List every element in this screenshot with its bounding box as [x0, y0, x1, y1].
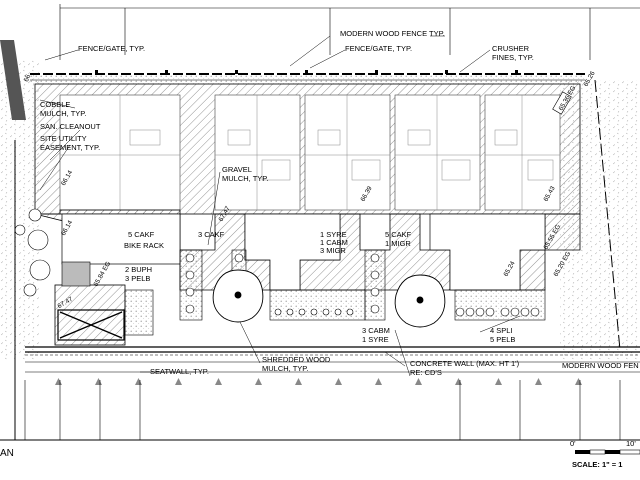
trees — [212, 269, 446, 328]
building-units — [59, 94, 561, 211]
label-shredded-wood: SHREDDED WOOD — [262, 355, 331, 364]
label-1-syre: 1 SYRE — [320, 230, 347, 239]
unit-interior-lines — [60, 95, 560, 210]
label-fence-gate-1: FENCE/GATE, TYP. — [78, 44, 145, 53]
label-1-migr: 1 MIGR — [385, 239, 411, 248]
left-dark-strip — [0, 40, 26, 120]
label-4-spli: 4 SPLI — [490, 326, 513, 335]
label-3-cabm: 3 CABM — [362, 326, 390, 335]
label-gravel-mulch: MULCH, TYP. — [222, 174, 268, 183]
fence-posts — [95, 70, 518, 74]
label-shredded-mulch: MULCH, TYP. — [262, 364, 308, 373]
elevation-e13: 66 — [23, 73, 32, 83]
label-concrete-wall: CONCRETE WALL (MAX. HT 1') — [410, 359, 520, 368]
annotation-labels: MODERN WOOD FENCE TYP. FENCE/GATE, TYP. … — [40, 29, 639, 377]
label-mulch-typ: MULCH, TYP. — [40, 109, 86, 118]
label-seatwall: SEATWALL, TYP. — [150, 367, 209, 376]
scale-bar: 0' 10' SCALE: 1" = 1 — [570, 439, 640, 469]
right-property-line — [594, 79, 621, 351]
shrubs — [185, 253, 540, 317]
label-cobble: COBBLE — [40, 100, 70, 109]
label-1-syre-b: 1 SYRE — [362, 335, 389, 344]
parking-stalls — [24, 380, 621, 440]
bike-rack-pad — [61, 261, 91, 287]
label-5-pelb: 5 PELB — [490, 335, 515, 344]
scale-text: SCALE: 1" = 1 — [572, 460, 622, 469]
label-modern-wood-fence: MODERN WOOD FENCE TYP. — [340, 29, 445, 38]
label-site-utility: SITE UTILITY — [40, 134, 87, 143]
label-fines-typ: FINES, TYP. — [492, 53, 534, 62]
left-shrubs — [14, 208, 51, 297]
label-3-cakf: 3 CAKF — [198, 230, 225, 239]
label-5-cakf: 5 CAKF — [128, 230, 155, 239]
plan-title: AN — [0, 448, 14, 459]
label-gravel: GRAVEL — [222, 165, 252, 174]
label-bike-rack: BIKE RACK — [124, 241, 164, 250]
label-3-pelb: 3 PELB — [125, 274, 150, 283]
label-san-cleanout: SAN. CLEANOUT — [40, 122, 101, 131]
elevation-e11: 65.84 EG — [93, 261, 113, 288]
scale-ten: 10' — [626, 439, 636, 448]
crusher-fines-strip — [30, 74, 585, 84]
label-modern-wood-fence-2: MODERN WOOD FEN — [562, 361, 639, 370]
leader-lines — [39, 35, 521, 377]
label-1-cabm: 1 CABM — [320, 238, 348, 247]
scale-zero: 0' — [570, 439, 576, 448]
label-2-buph: 2 BUPH — [125, 265, 152, 274]
label-3-migr: 3 MIGR — [320, 246, 346, 255]
label-5-cakf-b: 5 CAKF — [385, 230, 412, 239]
label-easement: EASEMENT, TYP. — [40, 143, 100, 152]
label-crusher: CRUSHER — [492, 44, 530, 53]
seatwall-markers — [55, 378, 582, 385]
porch-white-areas — [61, 213, 546, 291]
label-re-cds: RE: CD'S — [410, 368, 442, 377]
label-fence-gate-2: FENCE/GATE, TYP. — [345, 44, 412, 53]
